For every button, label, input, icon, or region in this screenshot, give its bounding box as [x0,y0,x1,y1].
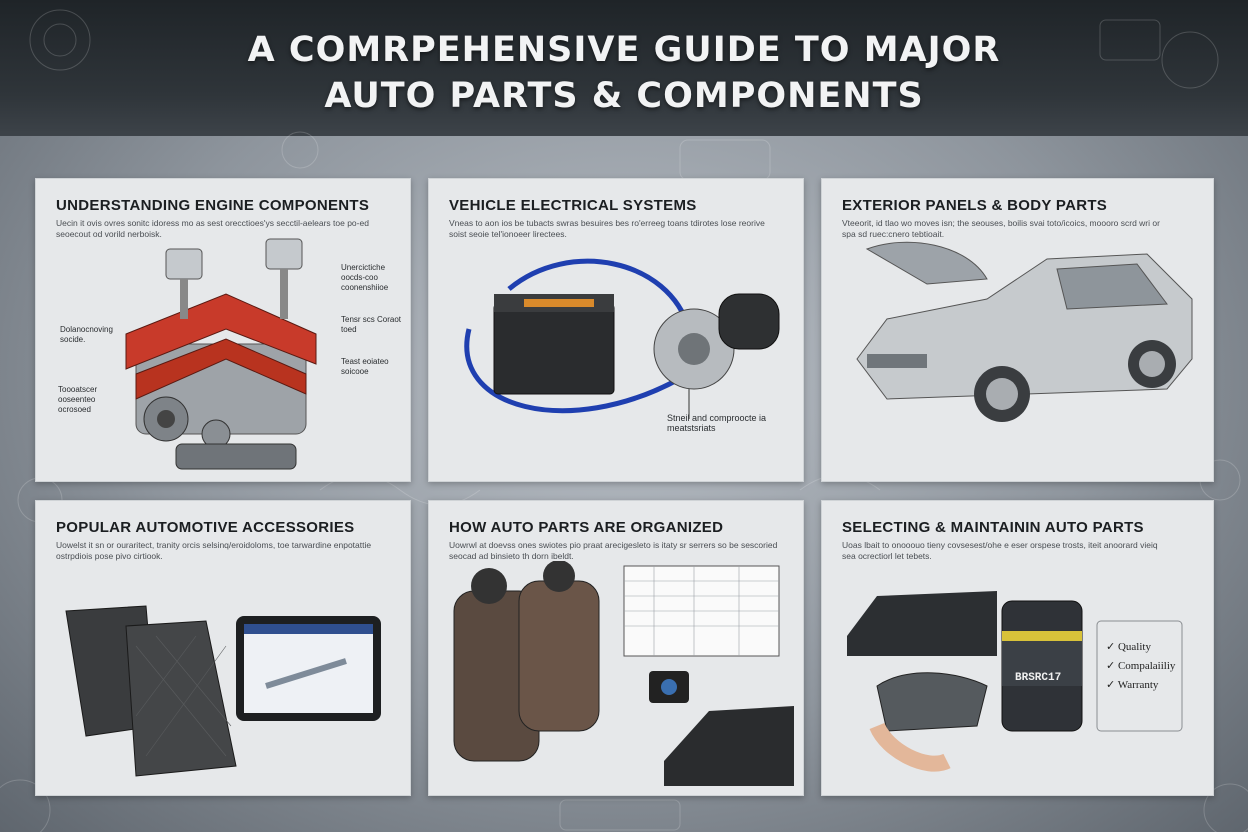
checklist: ✓ Quality ✓ Compalaiiliy ✓ Warranty [1106,640,1175,697]
panel-description: Uowrwl at doevss ones swiotes pio praat … [449,540,778,561]
checklist-item-label: Quality [1117,641,1151,653]
engine-block-illustration [125,238,317,470]
panel-exterior-body-parts: EXTERIOR PANELS & BODY PARTS Vteeorit, i… [821,178,1214,482]
engine-callout: Tensr scs Coraot toed [341,315,402,334]
page-title-line-2: AUTO PARTS & COMPONENTS [324,76,924,116]
panel-title: POPULAR AUTOMOTIVE ACCESSORIES [56,519,355,536]
checklist-item-label: Warranty [1117,679,1159,691]
seat-covers-catalog-illustration [453,561,794,786]
engine-callout: Unercictiche oocds-coo coonenshiioe [341,263,389,292]
panel-electrical-systems: VEHICLE ELECTRICAL SYSTEMS Vneas to aon … [428,178,804,482]
panel-title: UNDERSTANDING ENGINE COMPONENTS [56,197,370,214]
panel-description: Uowelst it sn or ouraritect, tranity orc… [56,540,372,561]
checklist-item: ✓ Warranty [1106,679,1159,691]
battery-alternator-illustration [464,258,780,419]
checklist-item: ✓ Compalaiiliy [1106,660,1176,672]
panel-title: VEHICLE ELECTRICAL SYSTEMS [449,197,697,214]
panel-description: Uecin it ovis ovres sonitc idoress mo as… [56,218,369,239]
checklist-item-label: Compalaiiliy [1117,660,1176,672]
panel-title: EXTERIOR PANELS & BODY PARTS [842,197,1108,214]
engine-callout: Toooatscer ooseenteo ocrosoed [58,385,98,414]
brake-pad-oil-illustration [847,591,1183,772]
engine-callout: Dolanocnoving socide. [60,325,113,344]
page-title-line-1: A COMRPEHENSIVE GUIDE TO MAJOR [247,30,1001,70]
checklist-item: ✓ Quality [1106,641,1151,653]
page-header: A COMRPEHENSIVE GUIDE TO MAJOR AUTO PART… [0,0,1248,136]
floor-mats-tablet-illustration [65,605,381,777]
panel-title: HOW AUTO PARTS ARE ORGANIZED [449,519,724,536]
panel-title: SELECTING & MAINTAININ AUTO PARTS [842,519,1144,536]
panel-description: Vneas to aon ios be tubacts swras besuir… [449,218,765,239]
engine-callout: Teast eoiateo soicooe [341,357,389,376]
oil-container-label: BRSRC17 [1015,672,1062,684]
panel-description: Vteeorit, id tlao wo moves isn; the seou… [842,218,1160,239]
panel-selecting-maintaining: SELECTING & MAINTAININ AUTO PARTS Uoas l… [821,500,1214,796]
silver-sedan-illustration [856,241,1193,422]
panel-engine-components: UNDERSTANDING ENGINE COMPONENTS Uecin it… [35,178,411,482]
panel-description: Uoas lbait to onooouo tieny covsesest/oh… [842,540,1158,561]
panel-automotive-accessories: POPULAR AUTOMOTIVE ACCESSORIES Uowelst i… [35,500,411,796]
electrical-callout: Stneil and comproocte ia meatstsriats [667,413,767,433]
panel-how-parts-organized: HOW AUTO PARTS ARE ORGANIZED Uowrwl at d… [428,500,804,796]
